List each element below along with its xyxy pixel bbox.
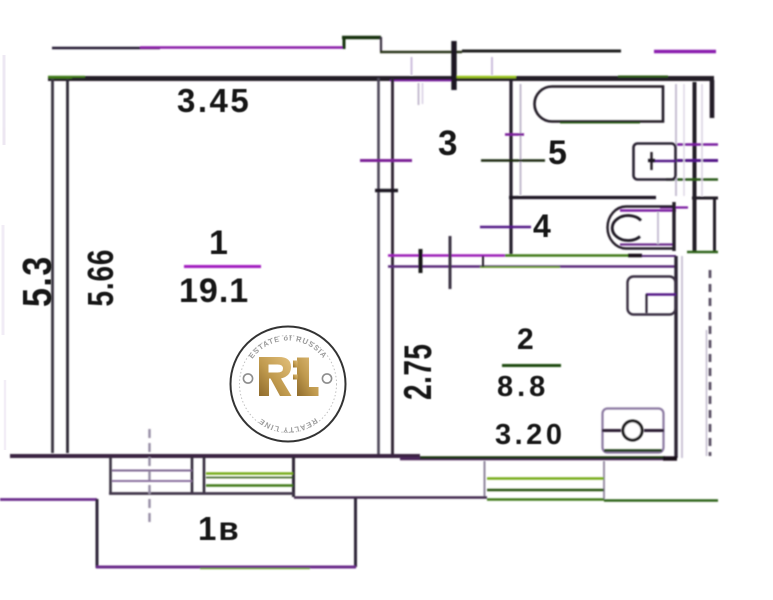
- svg-text:2: 2: [517, 323, 534, 356]
- svg-text:5.3: 5.3: [14, 255, 60, 307]
- svg-text:5: 5: [548, 134, 567, 172]
- svg-text:1: 1: [209, 224, 228, 262]
- svg-text:8.8: 8.8: [497, 371, 549, 403]
- svg-text:5.66: 5.66: [80, 249, 120, 307]
- svg-text:4: 4: [533, 208, 551, 244]
- svg-text:3: 3: [438, 124, 457, 163]
- svg-text:3.45: 3.45: [177, 82, 251, 119]
- svg-text:2.75: 2.75: [396, 344, 440, 400]
- svg-text:3.20: 3.20: [495, 419, 565, 451]
- svg-text:19.1: 19.1: [179, 272, 249, 310]
- svg-text:1в: 1в: [198, 510, 241, 547]
